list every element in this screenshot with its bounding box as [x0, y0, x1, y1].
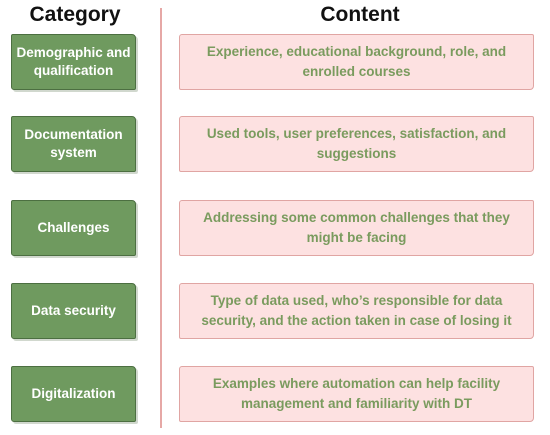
content-box: Addressing some common challenges that t…: [179, 200, 534, 256]
category-box: Data security: [11, 283, 136, 339]
row-demographic: Demographic and qualification Experience…: [0, 34, 550, 94]
category-box: Challenges: [11, 200, 136, 256]
category-box: Digitalization: [11, 366, 136, 422]
category-box: Demographic and qualification: [11, 34, 136, 90]
content-header: Content: [320, 3, 400, 26]
row-challenges: Challenges Addressing some common challe…: [0, 200, 550, 260]
category-header: Category: [29, 3, 121, 26]
content-box: Type of data used, who’s responsible for…: [179, 283, 534, 339]
column-divider: [160, 8, 162, 428]
category-box: Documentation system: [11, 116, 136, 172]
row-data-security: Data security Type of data used, who’s r…: [0, 283, 550, 343]
row-digitalization: Digitalization Examples where automation…: [0, 366, 550, 426]
content-box: Examples where automation can help facil…: [179, 366, 534, 422]
content-box: Used tools, user preferences, satisfacti…: [179, 116, 534, 172]
row-documentation: Documentation system Used tools, user pr…: [0, 116, 550, 176]
content-box: Experience, educational background, role…: [179, 34, 534, 90]
